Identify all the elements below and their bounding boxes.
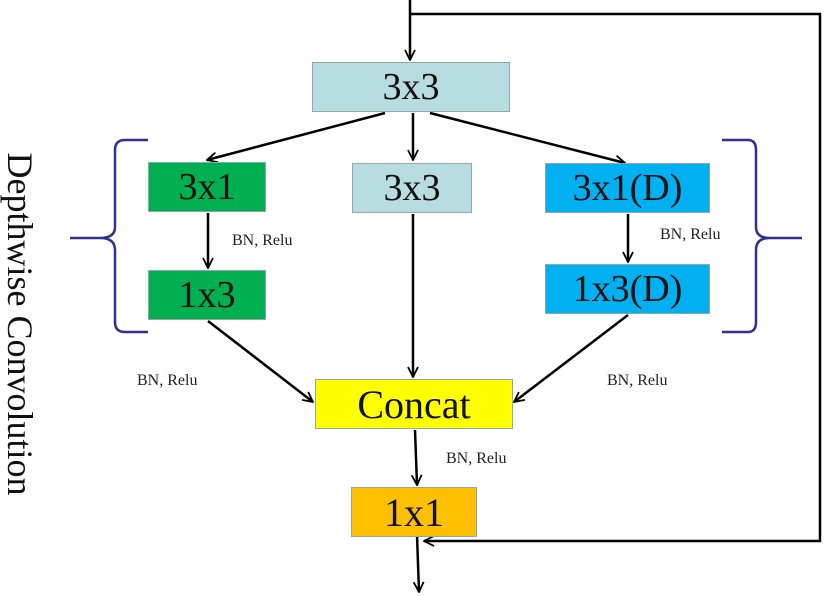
edge-top-to-left [207, 111, 386, 160]
node-left-1x3: 1x3 [148, 270, 266, 320]
depthwise-convolution-label: Depthwise Convolution [0, 152, 40, 496]
node-output-label: 1x1 [384, 489, 444, 535]
node-top-3x3: 3x3 [312, 62, 510, 112]
left-brace [70, 138, 148, 334]
edge-top-to-right [429, 111, 625, 163]
edge-concat-to-output [415, 429, 417, 485]
node-left2-label: 1x3 [178, 274, 236, 316]
node-output-1x1: 1x1 [351, 487, 477, 537]
node-right-3x1d: 3x1(D) [545, 163, 710, 213]
edge-label-left-inner: BN, Relu [232, 232, 293, 249]
node-top-label: 3x3 [382, 66, 440, 108]
edge-label-left-outer: BN, Relu [137, 372, 198, 389]
edge-right2-to-concat [514, 314, 629, 402]
node-concat: Concat [315, 379, 513, 429]
output-arrow [417, 534, 419, 592]
node-right2-label: 1x3(D) [572, 268, 683, 310]
edge-label-concat-out: BN, Relu [446, 450, 507, 467]
edge-label-right-outer: BN, Relu [607, 372, 668, 389]
edge-label-right-inner: BN, Relu [660, 226, 721, 243]
right-brace [722, 138, 802, 334]
node-left-3x1: 3x1 [148, 162, 266, 212]
skip-connection [410, 12, 822, 541]
node-right1-label: 3x1(D) [572, 167, 683, 209]
node-middle-label: 3x3 [383, 167, 441, 209]
node-middle-3x3: 3x3 [352, 163, 472, 213]
node-concat-label: Concat [357, 381, 471, 427]
node-left1-label: 3x1 [178, 166, 236, 208]
node-right-1x3d: 1x3(D) [545, 264, 710, 314]
edge-left2-to-concat [207, 320, 313, 402]
